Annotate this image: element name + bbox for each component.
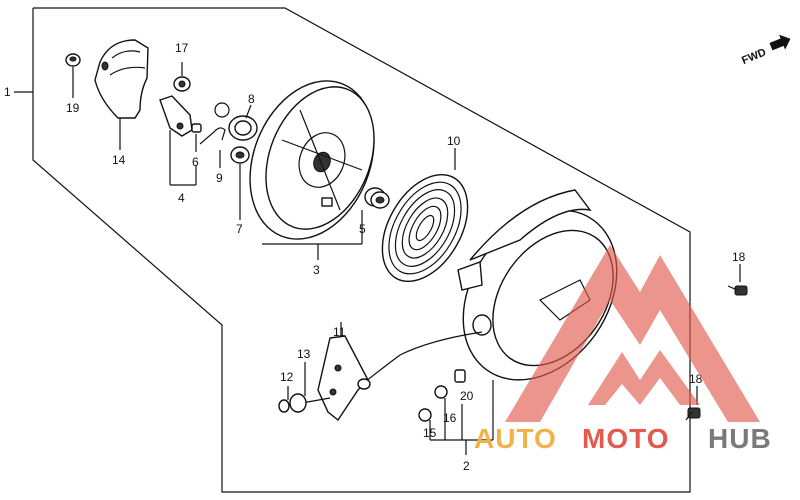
callout-4: 4 xyxy=(178,191,185,205)
watermark-moto: MOTO xyxy=(582,423,669,454)
callout-11: 11 xyxy=(333,325,346,339)
callout-17: 17 xyxy=(175,41,189,55)
part-11-handle xyxy=(317,322,371,422)
assembly-outline xyxy=(32,7,691,493)
watermark-auto: AUTO xyxy=(474,423,557,454)
callout-5: 5 xyxy=(359,222,366,236)
part-19-nut xyxy=(65,53,81,98)
callout-1: 1 xyxy=(4,85,11,99)
callout-20: 20 xyxy=(460,389,474,403)
part-3-reel xyxy=(249,80,375,260)
callout-9: 9 xyxy=(216,171,223,185)
callout-18-lower: 18 xyxy=(689,372,703,386)
callout-12: 12 xyxy=(280,370,294,384)
callout-16: 16 xyxy=(443,411,457,425)
callout-10: 10 xyxy=(447,134,461,148)
part-9-spring xyxy=(199,102,230,168)
starter-rope xyxy=(364,331,483,383)
part-17-bushing xyxy=(173,62,191,92)
callout-18-upper: 18 xyxy=(732,250,746,264)
fwd-label: FWD xyxy=(740,46,768,67)
forward-arrow: FWD xyxy=(740,34,791,67)
callout-6: 6 xyxy=(192,155,199,169)
part-6-pin xyxy=(191,123,202,152)
watermark-hub: HUB xyxy=(708,423,772,454)
part-14-cover xyxy=(94,39,149,150)
part-4-pawl xyxy=(159,95,197,186)
part-18-bolt-upper xyxy=(727,264,748,296)
watermark-logo xyxy=(505,245,760,422)
callout-14: 14 xyxy=(112,153,126,167)
part-10-spring xyxy=(381,148,469,283)
callout-8: 8 xyxy=(248,92,255,106)
callout-13: 13 xyxy=(297,347,311,361)
part-15-16-20 xyxy=(418,369,466,440)
callout-7: 7 xyxy=(236,222,243,236)
callout-19: 19 xyxy=(66,101,80,115)
callout-2: 2 xyxy=(463,459,470,473)
part-5-collar xyxy=(361,187,390,244)
callout-15: 15 xyxy=(423,426,437,440)
part-12-13-stopper xyxy=(278,362,331,413)
part-8-ratchet xyxy=(228,104,258,220)
callout-3: 3 xyxy=(313,263,320,277)
